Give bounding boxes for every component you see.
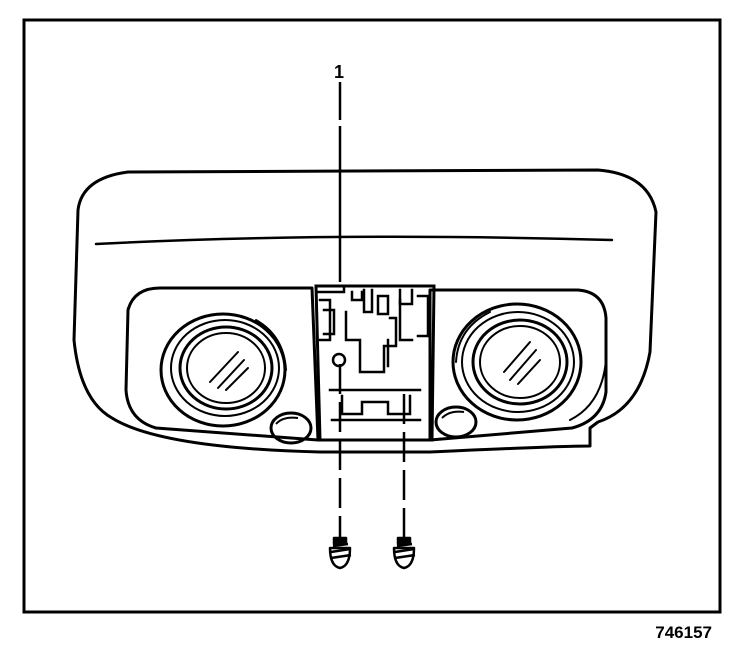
screw-alignment-lines [338,364,406,528]
diagram-frame [22,18,722,614]
right-lamp-recess [428,288,608,442]
left-lamp-recess [124,286,320,442]
right-screw-icon [392,528,416,570]
figure-number: 746157 [655,623,712,642]
callout-label-1: 1 [334,62,344,82]
left-switch-button [269,411,313,445]
right-lens-ring [451,302,583,422]
right-switch-button [434,405,478,439]
left-screw-icon [328,528,352,570]
center-mount-bracket [314,284,436,442]
